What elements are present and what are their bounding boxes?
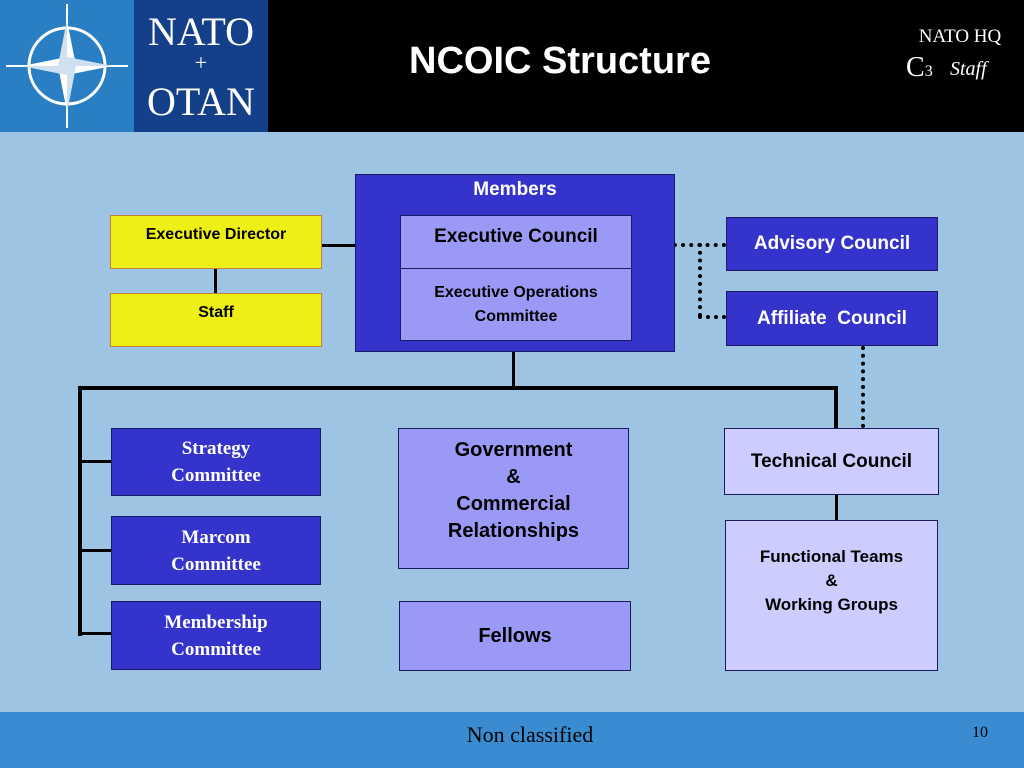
connector-left-spine <box>78 386 82 636</box>
marcom-committee-label: Marcom Committee <box>171 526 261 575</box>
connector-main-bus <box>78 386 838 390</box>
nato-hq-label: NATO HQ <box>918 26 1002 47</box>
affiliate-council-label: Affiliate Council <box>757 307 907 329</box>
membership-committee-label: Membership Committee <box>164 611 268 660</box>
gov-line2: & <box>506 466 521 488</box>
gov-line1: Government <box>454 439 573 461</box>
gov-line3: Commercial Relationships <box>447 493 580 542</box>
executive-council-label: Executive Council <box>434 226 598 247</box>
connector-membership <box>78 632 112 635</box>
gov-commercial-box: Government & Commercial Relationships <box>398 428 629 569</box>
footer-bar <box>0 712 1024 768</box>
membership-committee-box: Membership Committee <box>111 601 321 670</box>
dotted-connector-vertical <box>698 243 702 317</box>
staff-header-label: Staff <box>950 58 987 80</box>
executive-ops-label: Executive Operations Committee <box>434 283 598 325</box>
compass-star-icon <box>6 4 128 128</box>
staff-label: Staff <box>198 304 234 321</box>
technical-council-box: Technical Council <box>724 428 939 495</box>
classification-label: Non classified <box>466 722 594 747</box>
executive-director-label: Executive Director <box>145 226 287 243</box>
advisory-council-box: Advisory Council <box>726 217 938 271</box>
technical-council-label: Technical Council <box>750 450 913 472</box>
page-title: NCOIC Structure <box>409 40 711 82</box>
staff-box: Staff <box>110 293 322 347</box>
connector-strategy <box>78 460 112 463</box>
logo-otan-text: OTAN <box>147 79 255 124</box>
logo-plus-text: + <box>194 50 208 75</box>
dotted-connector-advisory <box>632 243 726 247</box>
members-label: Members <box>473 179 557 200</box>
functional-teams-box: Functional Teams & Working Groups <box>725 520 938 671</box>
strategy-committee-label: Strategy Committee <box>171 438 261 486</box>
connector-functional <box>835 494 838 522</box>
page-number: 10 <box>972 724 988 741</box>
marcom-committee-box: Marcom Committee <box>111 516 321 585</box>
executive-director-box: Executive Director <box>110 215 322 269</box>
dotted-connector-affiliate <box>698 315 726 319</box>
ft-line3: Working Groups <box>765 595 898 614</box>
logo-nato-text: NATO <box>148 9 254 54</box>
advisory-council-label: Advisory Council <box>753 233 911 254</box>
executive-council-box: Executive Council <box>400 215 632 269</box>
connector-director-staff <box>214 268 217 294</box>
ft-line2: & <box>825 571 838 590</box>
connector-marcom <box>78 549 112 552</box>
strategy-committee-box: Strategy Committee <box>111 428 321 496</box>
affiliate-council-box: Affiliate Council <box>726 291 938 346</box>
logo-wordmark: NATO + OTAN <box>134 0 268 132</box>
fellows-label: Fellows <box>478 624 552 647</box>
nato-logo: NATO + OTAN <box>0 0 268 132</box>
c3-sub: 3 <box>924 63 933 80</box>
c3-letter: C <box>906 52 925 83</box>
ft-line1: Functional Teams <box>759 547 904 566</box>
connector-technical <box>834 386 838 428</box>
executive-ops-box: Executive Operations Committee <box>400 268 632 341</box>
dotted-connector-technical <box>861 346 865 428</box>
connector-members-bus <box>512 352 515 388</box>
fellows-box: Fellows <box>399 601 631 671</box>
c3-mark: C3 <box>906 52 1024 84</box>
